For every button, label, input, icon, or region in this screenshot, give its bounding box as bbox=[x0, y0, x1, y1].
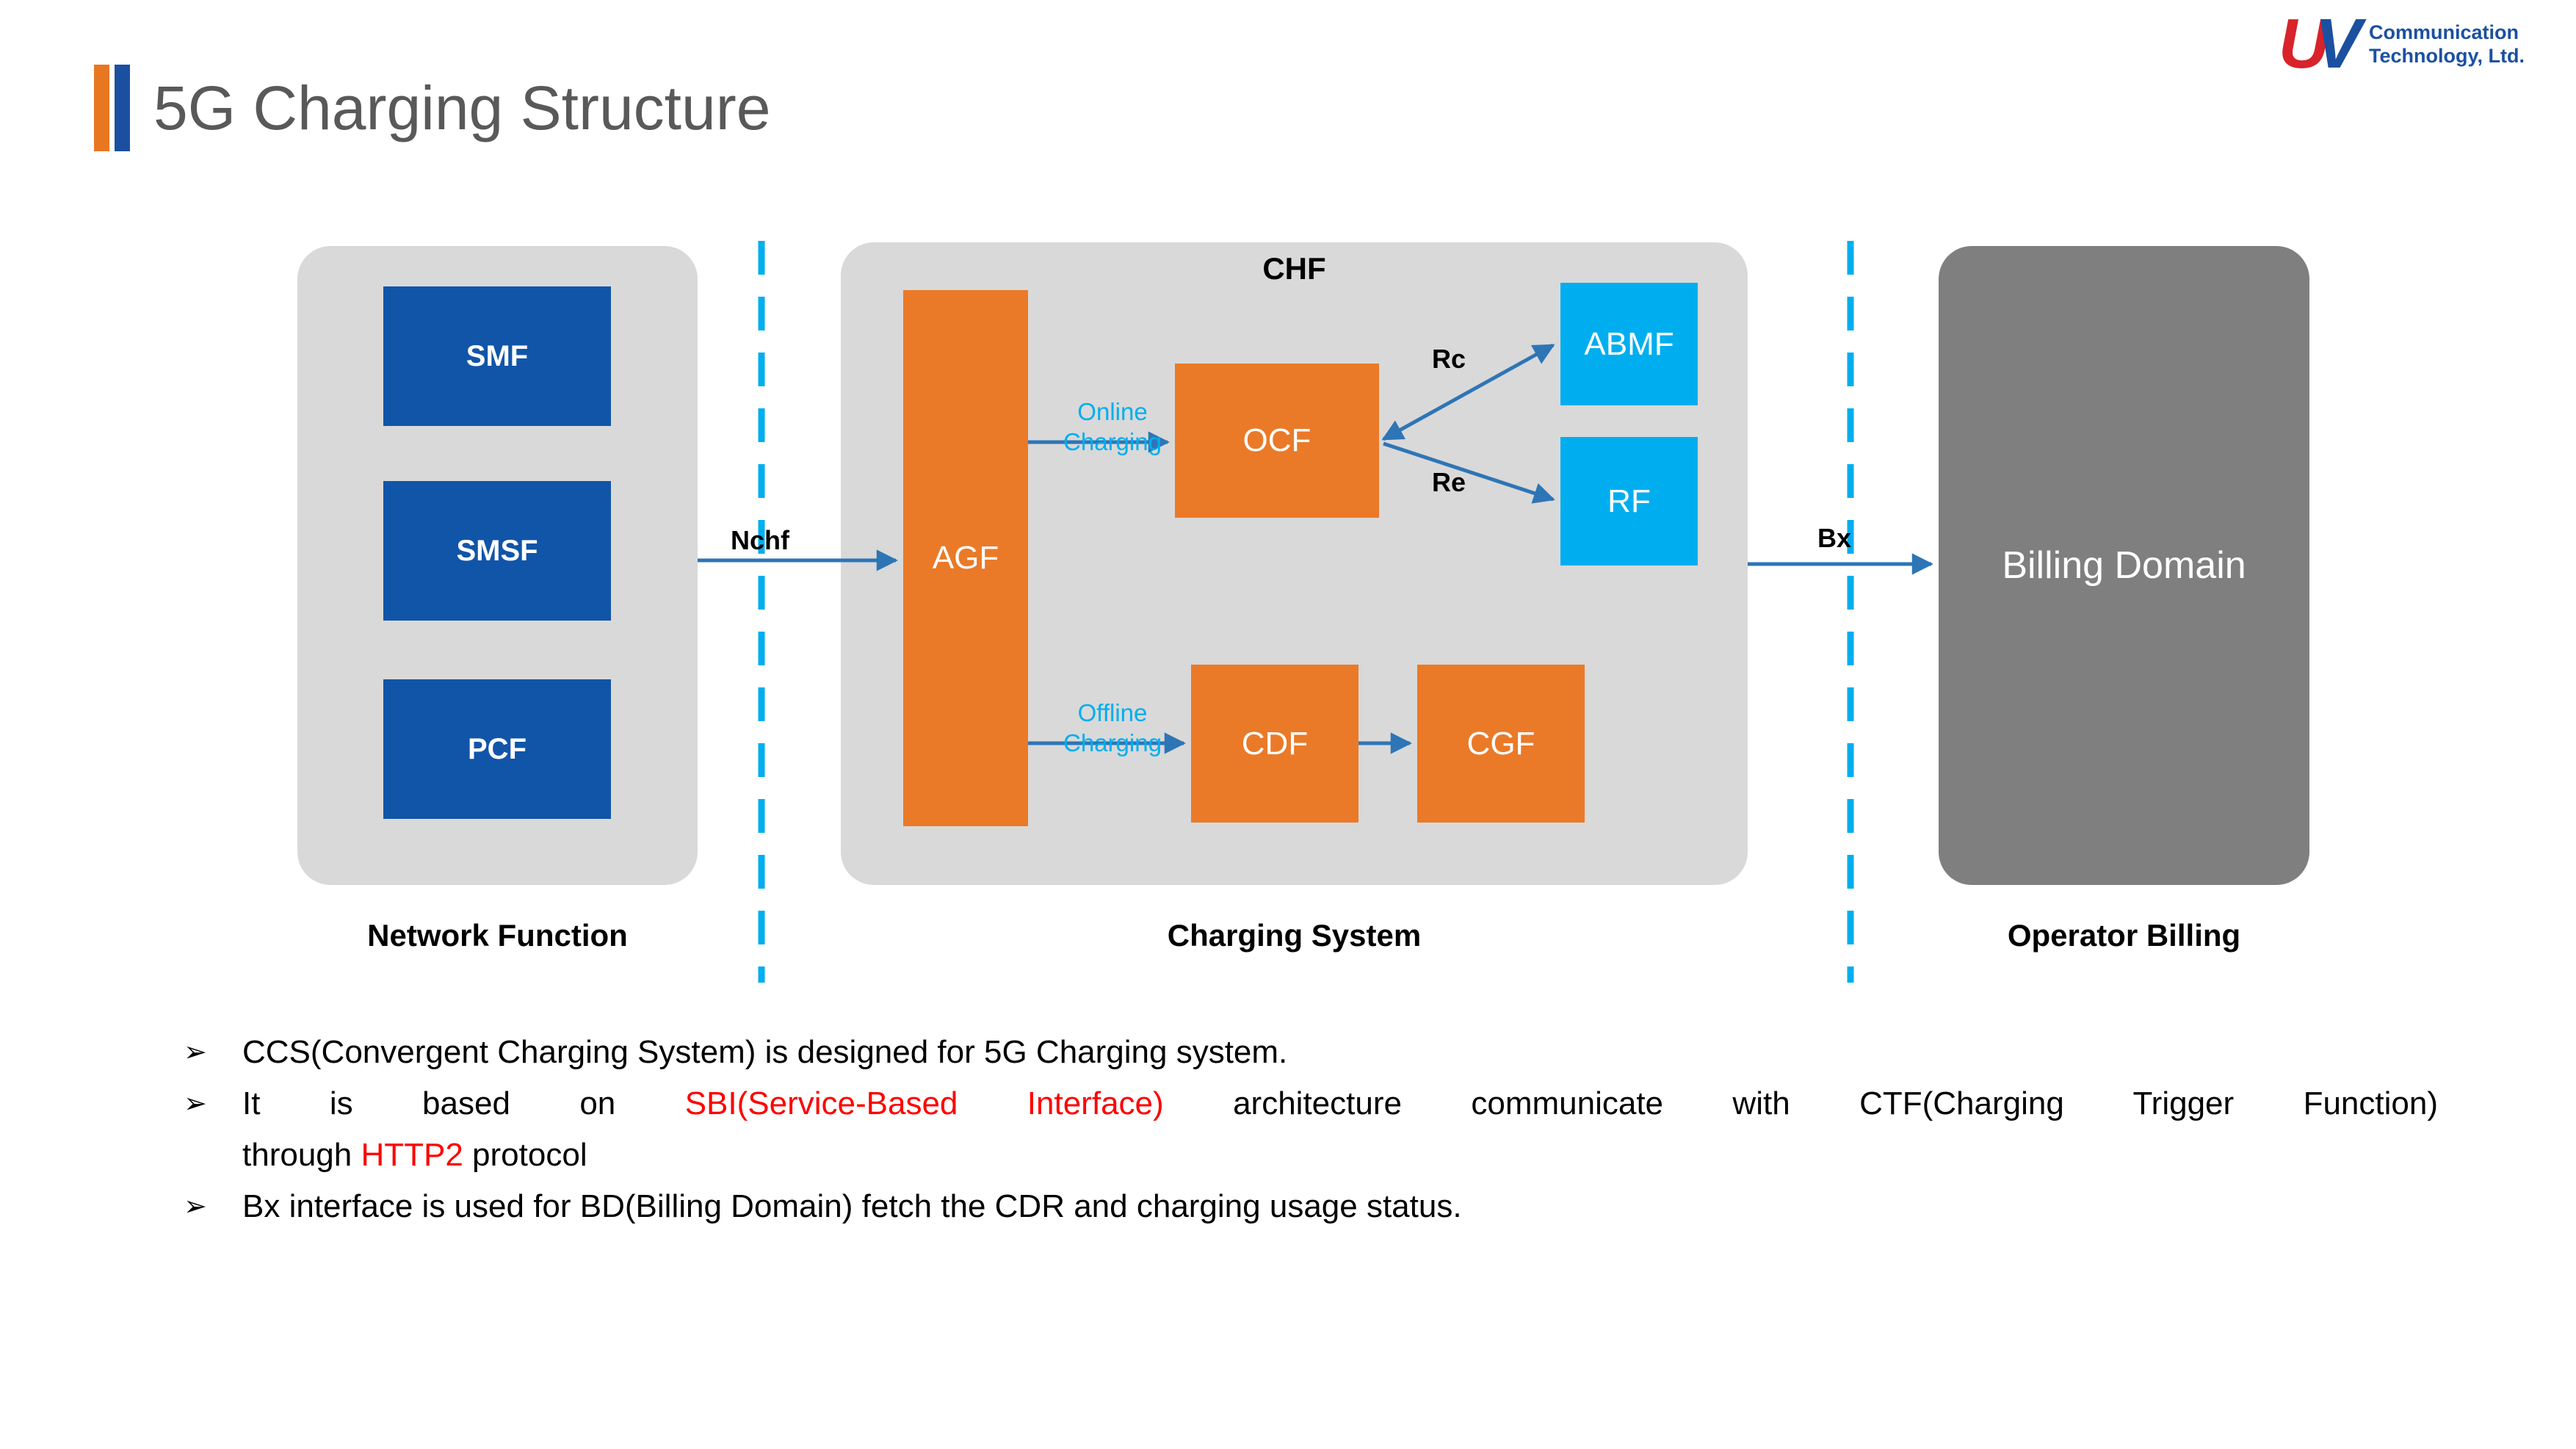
node-cdf-label: CDF bbox=[1241, 725, 1309, 762]
re-label: Re bbox=[1432, 467, 1466, 497]
node-smf-label: SMF bbox=[466, 339, 529, 372]
network-function-caption: Network Function bbox=[367, 918, 628, 953]
node-abmf: ABMF bbox=[1560, 283, 1698, 405]
bullet-text-3: Bx interface is used for BD(Billing Doma… bbox=[242, 1181, 2438, 1232]
bullet-item-1: ➢ CCS(Convergent Charging System) is des… bbox=[184, 1027, 2438, 1078]
page-title: 5G Charging Structure bbox=[153, 73, 771, 142]
logo-line-2: Technology, Ltd. bbox=[2369, 45, 2525, 68]
title-accent-bar-blue bbox=[115, 65, 130, 151]
node-agf: AGF bbox=[903, 290, 1028, 826]
bullet-text-segment: It is based on bbox=[242, 1085, 685, 1121]
node-smf: SMF bbox=[383, 286, 611, 426]
billing-domain-label: Billing Domain bbox=[2002, 544, 2246, 587]
company-logo: UV Communication Technology, Ltd. bbox=[2279, 9, 2525, 79]
node-smsf: SMSF bbox=[383, 481, 611, 621]
bullet-item-3: ➢ Bx interface is used for BD(Billing Do… bbox=[184, 1181, 2438, 1232]
node-pcf: PCF bbox=[383, 679, 611, 819]
title-accent-bar-orange bbox=[94, 65, 109, 151]
billing-domain-panel: Billing Domain bbox=[1939, 246, 2309, 885]
bullet-text-segment: Bx interface is used for BD(Billing Doma… bbox=[242, 1188, 1462, 1224]
bx-label: Bx bbox=[1817, 523, 1852, 553]
bullet-marker: ➢ bbox=[184, 1037, 207, 1068]
logo-text: Communication Technology, Ltd. bbox=[2369, 21, 2525, 68]
bullet-text-2: It is based on SBI(Service-Based Interfa… bbox=[242, 1078, 2438, 1181]
node-abmf-label: ABMF bbox=[1584, 325, 1674, 362]
bullet-item-2: ➢ It is based on SBI(Service-Based Inter… bbox=[184, 1078, 2438, 1181]
node-pcf-label: PCF bbox=[468, 732, 527, 765]
rc-label: Rc bbox=[1432, 344, 1466, 374]
node-smsf-label: SMSF bbox=[456, 534, 538, 567]
bullet-marker: ➢ bbox=[184, 1191, 207, 1222]
logo-mark: UV bbox=[2279, 9, 2362, 79]
bullet-list: ➢ CCS(Convergent Charging System) is des… bbox=[184, 1027, 2438, 1232]
node-ocf: OCF bbox=[1175, 364, 1379, 518]
node-agf-label: AGF bbox=[932, 540, 999, 576]
nchf-label: Nchf bbox=[731, 525, 789, 555]
bullet-text-segment: protocol bbox=[463, 1137, 587, 1173]
offline-charging-label-line-1: Offline bbox=[1077, 699, 1148, 726]
offline-charging-label-line-2: Charging bbox=[1063, 729, 1162, 756]
charging-system-caption: Charging System bbox=[1167, 918, 1422, 953]
logo-line-1: Communication bbox=[2369, 21, 2519, 43]
logo-letter-u: U bbox=[2278, 4, 2329, 83]
node-rf-label: RF bbox=[1607, 483, 1651, 519]
title-block: 5G Charging Structure bbox=[94, 65, 770, 151]
online-charging-label-line-1: Online bbox=[1077, 398, 1148, 425]
chf-label: CHF bbox=[1262, 251, 1326, 286]
online-charging-label: Online Charging bbox=[1039, 397, 1186, 457]
network-function-panel: SMF SMSF PCF bbox=[297, 246, 698, 885]
bullet-text-segment: CCS(Convergent Charging System) is desig… bbox=[242, 1034, 1288, 1070]
logo-letter-v: V bbox=[2314, 4, 2362, 83]
node-rf: RF bbox=[1560, 437, 1698, 565]
bullet-text-segment: architecture communicate with CTF(Chargi… bbox=[1163, 1085, 2438, 1121]
bullet-text-1: CCS(Convergent Charging System) is desig… bbox=[242, 1027, 2438, 1078]
node-ocf-label: OCF bbox=[1242, 422, 1311, 458]
node-cgf-label: CGF bbox=[1466, 725, 1535, 762]
node-cdf: CDF bbox=[1191, 665, 1358, 823]
offline-charging-label: Offline Charging bbox=[1039, 698, 1186, 758]
node-cgf: CGF bbox=[1417, 665, 1585, 823]
bullet-text-segment: through bbox=[242, 1137, 361, 1173]
bullet-marker: ➢ bbox=[184, 1088, 207, 1119]
charging-system-panel: CHF AGF OCF CDF CGF ABMF RF bbox=[841, 242, 1748, 885]
operator-billing-caption: Operator Billing bbox=[2007, 918, 2241, 953]
online-charging-label-line-2: Charging bbox=[1063, 428, 1162, 455]
bullet-text-segment-red: HTTP2 bbox=[361, 1137, 463, 1173]
bullet-text-segment-red: SBI(Service-Based Interface) bbox=[684, 1085, 1164, 1121]
title-accent-bars bbox=[94, 65, 130, 151]
